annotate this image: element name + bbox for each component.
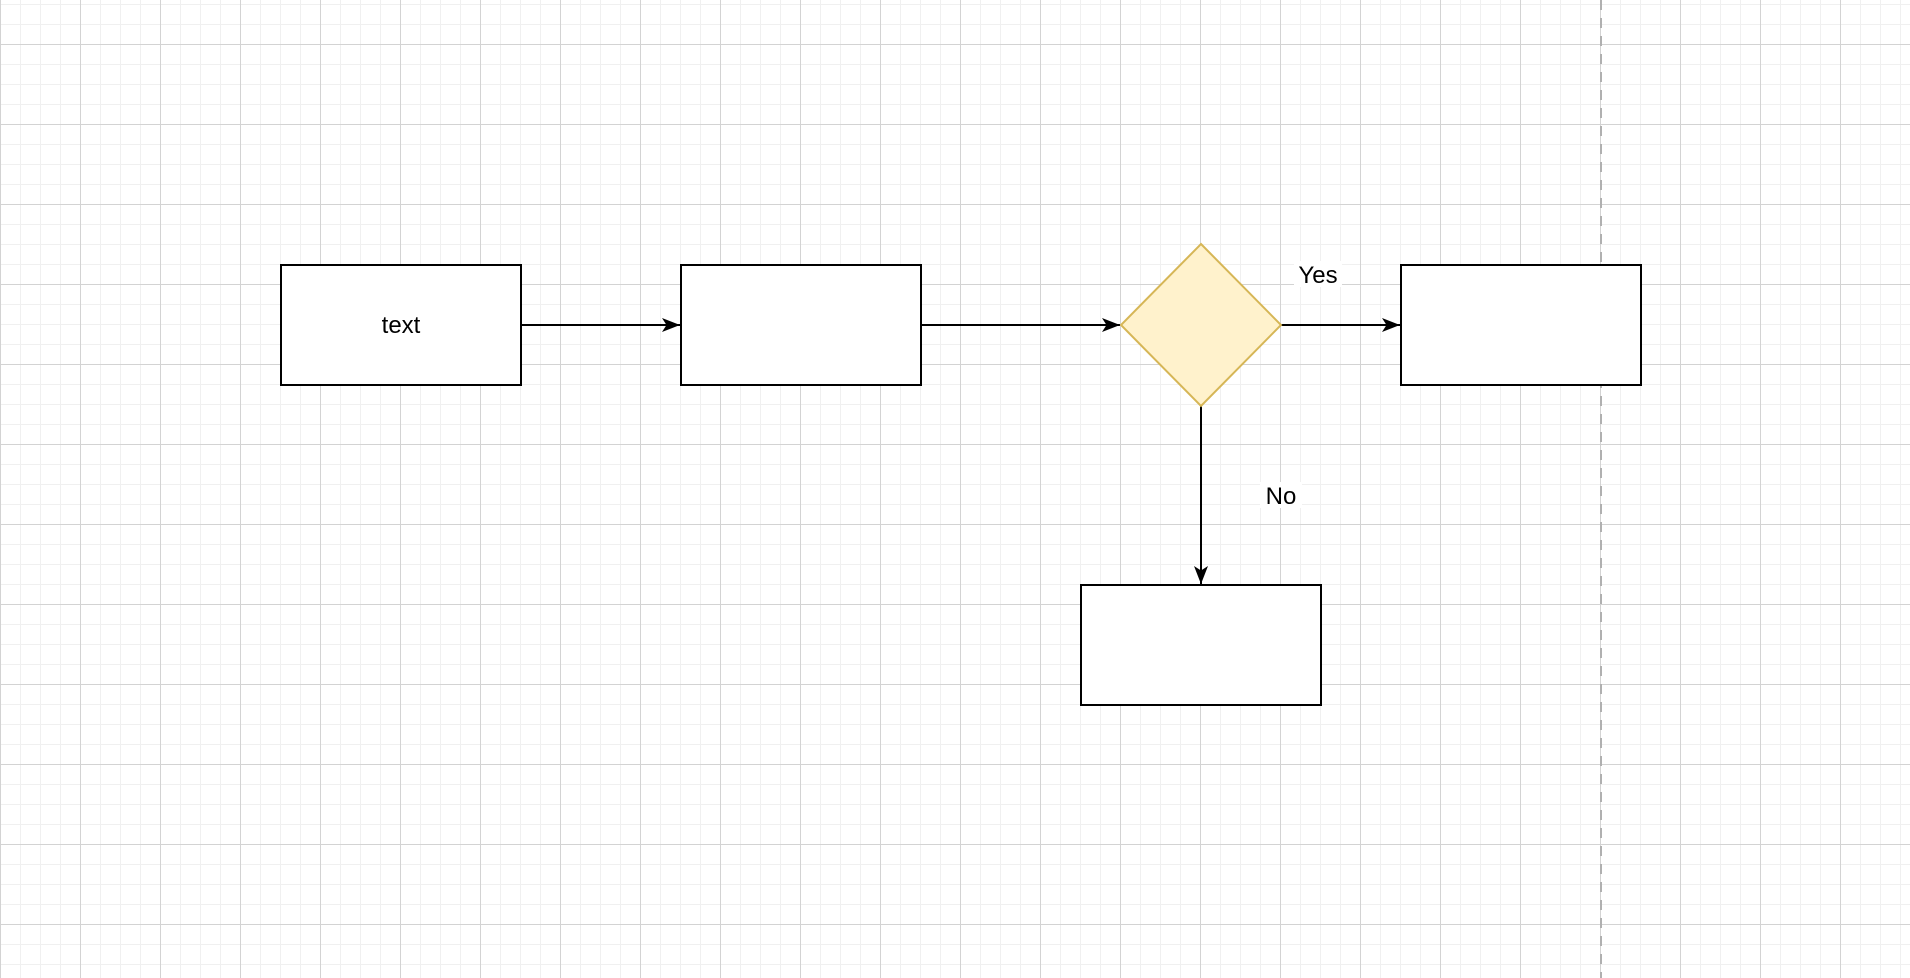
- edge-label-yes[interactable]: Yes: [1294, 261, 1342, 289]
- flow-node-process[interactable]: [680, 264, 922, 386]
- flow-node-decision[interactable]: [1119, 242, 1283, 408]
- rectangle-shape[interactable]: [280, 264, 522, 386]
- flow-node-yes-target[interactable]: [1400, 264, 1642, 386]
- edge-label-background: [1260, 482, 1302, 508]
- rectangle-shape[interactable]: [1080, 584, 1322, 706]
- edge-label-background: [1294, 261, 1342, 287]
- rectangle-shape[interactable]: [1400, 264, 1642, 386]
- diamond-shape[interactable]: [1119, 242, 1283, 408]
- edge-label-text: Yes: [1298, 262, 1337, 289]
- node-label: text: [382, 312, 421, 339]
- rectangle-shape[interactable]: [680, 264, 922, 386]
- flow-node-no-target[interactable]: [1080, 584, 1322, 706]
- flow-node-start[interactable]: text: [280, 264, 522, 386]
- edge-label-text: No: [1266, 483, 1297, 510]
- edge-label-no[interactable]: No: [1260, 482, 1302, 510]
